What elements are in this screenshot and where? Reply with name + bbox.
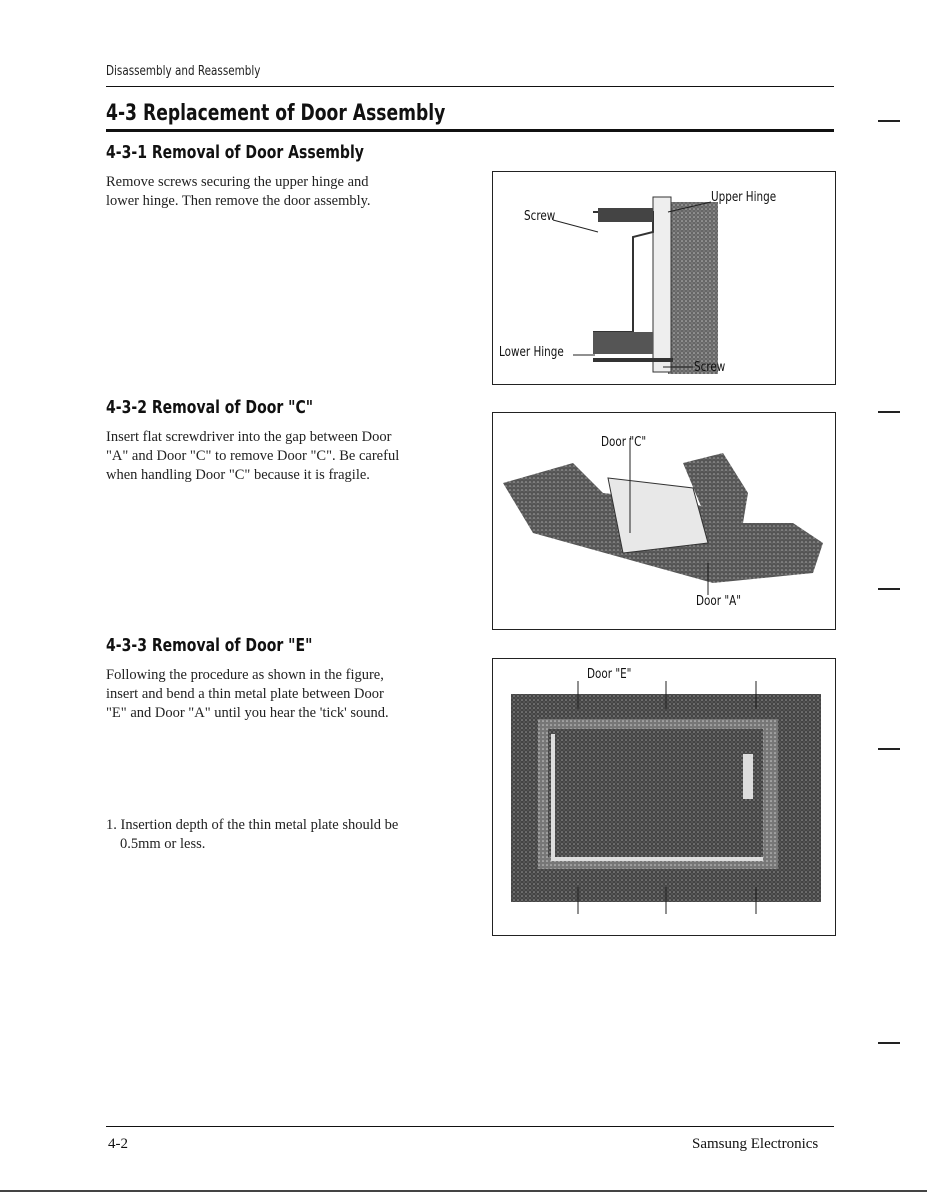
section-title: 4-3 Replacement of Door Assembly [106, 101, 446, 126]
subsection-text-4-3-3: Following the procedure as shown in the … [106, 666, 456, 723]
header-rule [106, 86, 834, 87]
text-line: when handling Door "C" because it is fra… [106, 467, 370, 483]
bottom-scan-edge [0, 1190, 927, 1192]
subsection-heading-4-3-2: 4-3-2 Removal of Door "C" [106, 397, 314, 418]
figure-door-c: Door "C" Door "A" [492, 412, 836, 630]
figure-label-door-a: Door "A" [696, 594, 741, 609]
text-line: lower hinge. Then remove the door assemb… [106, 193, 371, 209]
figure-door-e: Door "E" [492, 658, 836, 936]
door-assembly-illustration [552, 196, 718, 374]
text-line: Following the procedure as shown in the … [106, 667, 384, 683]
margin-mark [878, 411, 900, 413]
subsection-text-4-3-2: Insert flat screwdriver into the gap bet… [106, 428, 456, 485]
subsection-text-4-3-1: Remove screws securing the upper hinge a… [106, 173, 456, 211]
figure-door-assembly: Screw Upper Hinge Lower Hinge Screw [492, 171, 836, 385]
text-line: "E" and Door "A" until you hear the 'tic… [106, 705, 389, 721]
text-line: Insert flat screwdriver into the gap bet… [106, 429, 392, 445]
figure-label-lower-hinge: Lower Hinge [499, 345, 564, 360]
text-line: "A" and Door "C" to remove Door "C". Be … [106, 448, 400, 464]
door-e-illustration [511, 681, 821, 914]
text-line: Remove screws securing the upper hinge a… [106, 174, 369, 190]
subsection-heading-4-3-1: 4-3-1 Removal of Door Assembly [106, 142, 364, 163]
margin-mark [878, 748, 900, 750]
footer-brand: Samsung Electronics [692, 1136, 819, 1152]
figure-label-screw-bottom: Screw [694, 360, 726, 375]
footer-rule [106, 1126, 834, 1127]
figure-label-door-c: Door "C" [601, 435, 647, 450]
subsection-heading-4-3-3: 4-3-3 Removal of Door "E" [106, 635, 313, 656]
margin-mark [878, 120, 900, 122]
margin-mark [878, 588, 900, 590]
door-c-illustration [503, 438, 823, 595]
section-title-rule [106, 129, 834, 132]
note-line: 0.5mm or less. [120, 836, 206, 852]
subsection-note-4-3-3: 1. Insertion depth of the thin metal pla… [106, 816, 456, 854]
page-number: 4-2 [108, 1136, 128, 1152]
margin-mark [878, 1042, 900, 1044]
note-line: 1. Insertion depth of the thin metal pla… [106, 817, 399, 833]
text-line: insert and bend a thin metal plate betwe… [106, 686, 384, 702]
figure-label-door-e: Door "E" [587, 667, 632, 682]
running-header: Disassembly and Reassembly [106, 64, 261, 79]
figure-label-screw-top: Screw [524, 209, 556, 224]
figure-label-upper-hinge: Upper Hinge [711, 190, 777, 205]
